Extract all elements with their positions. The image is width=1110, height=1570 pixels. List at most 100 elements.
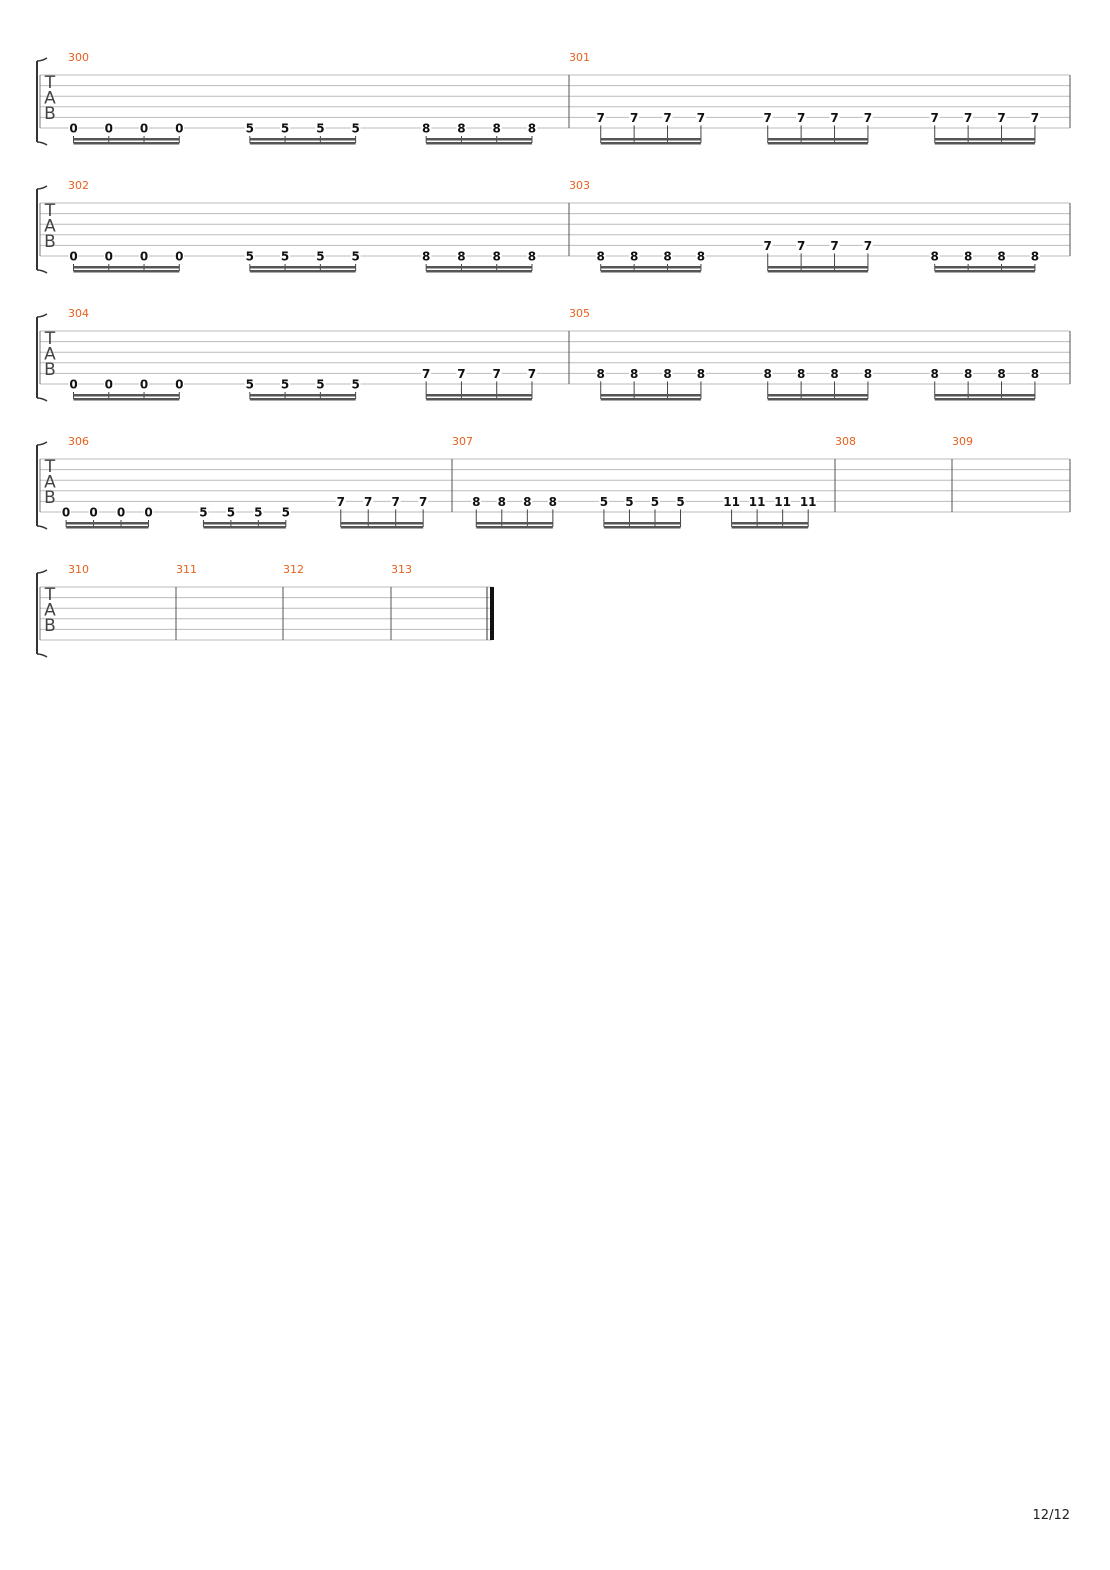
fret-backdrop [418, 495, 429, 508]
fret-number: 8 [528, 250, 536, 264]
fret-number: 8 [523, 495, 531, 509]
fret-backdrop [796, 239, 807, 252]
fret-number: 8 [422, 122, 430, 136]
beam-primary [73, 266, 180, 269]
beam-secondary [249, 142, 356, 145]
fret-backdrop [1029, 367, 1040, 380]
fret-number: 8 [964, 250, 972, 264]
measure-number: 312 [283, 563, 304, 576]
beam-secondary [600, 270, 701, 273]
fret-backdrop [103, 122, 114, 134]
tab-clef-letter: B [44, 488, 56, 508]
fret-backdrop [526, 122, 537, 134]
fret-backdrop [244, 378, 255, 390]
measure-number: 310 [68, 563, 89, 576]
measure-number: 306 [68, 435, 89, 448]
fret-number: 8 [764, 367, 772, 381]
tab-clef-letter: A [44, 217, 56, 237]
fret-backdrop [335, 495, 346, 508]
fret-number: 5 [227, 506, 235, 520]
fret-number: 8 [597, 250, 605, 264]
fret-number: 7 [931, 111, 939, 125]
beam-secondary [426, 142, 532, 145]
beam-primary [934, 394, 1035, 397]
beam-secondary [476, 526, 553, 529]
fret-number: 5 [351, 122, 359, 136]
fret-backdrop [762, 239, 773, 252]
fret-backdrop [471, 495, 482, 508]
fret-number: 8 [697, 250, 705, 264]
bracket-hook-bottom [36, 397, 48, 402]
fret-number: 8 [830, 367, 838, 381]
beam-secondary [767, 398, 868, 401]
beam-primary [426, 138, 532, 141]
fret-backdrop [624, 495, 635, 508]
fret-number: 0 [89, 506, 97, 520]
fret-backdrop [526, 250, 537, 262]
tab-clef-letter: T [44, 585, 56, 605]
measure-number: 304 [68, 307, 89, 320]
fret-number: 8 [472, 495, 480, 509]
fret-number: 8 [422, 250, 430, 264]
fret-backdrop [88, 506, 99, 518]
fret-number: 0 [117, 506, 125, 520]
fret-number: 7 [364, 495, 372, 509]
fret-number: 8 [797, 367, 805, 381]
fret-number: 5 [351, 378, 359, 392]
bracket-hook-top [36, 57, 48, 62]
measure-number: 303 [569, 179, 590, 192]
fret-backdrop [68, 122, 79, 134]
fret-number: 5 [199, 506, 207, 520]
bracket-hook-top [36, 441, 48, 446]
fret-number: 8 [493, 122, 501, 136]
fret-number: 8 [493, 250, 501, 264]
beam-primary [934, 138, 1035, 141]
fret-backdrop [225, 506, 236, 518]
fret-backdrop [315, 378, 326, 390]
beam-primary [249, 266, 356, 269]
fret-number: 8 [931, 250, 939, 264]
fret-number: 5 [281, 378, 289, 392]
fret-number: 8 [1031, 367, 1039, 381]
fret-backdrop [390, 495, 401, 508]
fret-number: 5 [246, 122, 254, 136]
fret-number: 5 [246, 250, 254, 264]
fret-number: 0 [140, 122, 148, 136]
fret-backdrop [253, 506, 264, 518]
tab-clef-letter: T [44, 457, 56, 477]
fret-backdrop [421, 250, 432, 262]
measure-number: 313 [391, 563, 412, 576]
fret-backdrop [1029, 250, 1040, 262]
fret-backdrop [421, 122, 432, 134]
fret-backdrop [996, 367, 1007, 380]
fret-backdrop [796, 367, 807, 380]
tab-clef-letter: T [44, 73, 56, 93]
fret-backdrop [862, 239, 873, 252]
fret-backdrop [796, 111, 807, 124]
fret-number: 7 [697, 111, 705, 125]
fret-backdrop [456, 122, 467, 134]
beam-secondary [600, 142, 701, 145]
tab-clef-letter: T [44, 201, 56, 221]
beam-secondary [934, 142, 1035, 145]
fret-backdrop [963, 367, 974, 380]
tab-clef-letter: A [44, 345, 56, 365]
bracket-hook-bottom [36, 269, 48, 274]
measure-number: 300 [68, 51, 89, 64]
beam-primary [476, 522, 553, 525]
fret-backdrop [491, 122, 502, 134]
fret-number: 0 [69, 378, 77, 392]
bracket-hook-top [36, 313, 48, 318]
beam-secondary [426, 398, 532, 401]
fret-backdrop [595, 111, 606, 124]
fret-number: 7 [797, 111, 805, 125]
fret-backdrop [315, 122, 326, 134]
fret-number: 5 [316, 250, 324, 264]
fret-backdrop [598, 495, 609, 508]
fret-backdrop [244, 250, 255, 262]
fret-number: 7 [864, 239, 872, 253]
fret-number: 0 [62, 506, 70, 520]
fret-backdrop [421, 367, 432, 380]
fret-number: 0 [140, 250, 148, 264]
fret-number: 5 [281, 250, 289, 264]
